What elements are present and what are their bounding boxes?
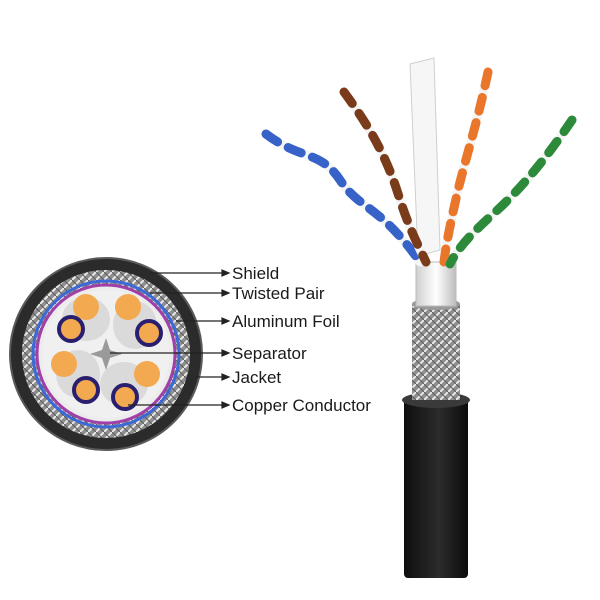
- cable-braid: [412, 304, 460, 400]
- pair-green: [445, 115, 577, 269]
- label-twisted-pair: Twisted Pair: [232, 284, 325, 303]
- leader-lines: [110, 269, 231, 409]
- foil-ring: [31, 279, 181, 429]
- label-aluminum-foil: Aluminum Foil: [232, 312, 340, 331]
- labels: Shield Twisted Pair Aluminum Foil Separa…: [232, 264, 371, 415]
- separator-icon: [90, 338, 122, 370]
- pair-blue: [261, 129, 425, 267]
- cable-illustration: [261, 57, 577, 578]
- conductors: [51, 294, 163, 411]
- label-separator: Separator: [232, 344, 307, 363]
- label-copper-conductor: Copper Conductor: [232, 396, 371, 415]
- label-jacket: Jacket: [232, 368, 281, 387]
- cross-section: [9, 257, 203, 451]
- cable-separator: [409, 57, 441, 257]
- pair-brown: [339, 87, 431, 267]
- cable-jacket: [404, 398, 468, 578]
- cable-foil: [415, 261, 457, 307]
- label-shield: Shield: [232, 264, 279, 283]
- pair-orange: [439, 67, 493, 267]
